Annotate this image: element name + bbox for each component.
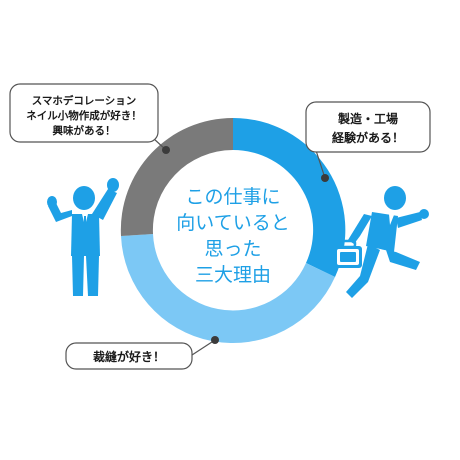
center-title-line-2: 向いていると [176,212,289,234]
callout-bottom-left-box [65,342,193,370]
center-title-line-3: 思った [204,238,261,260]
donut-ring [120,117,346,343]
callout-top-right-line-1: 製造・工場 [337,111,398,126]
center-title-line-1: この仕事に [185,186,280,208]
connector-dot-top-left [162,146,170,154]
callout-top-right: 製造・工場 経験がある！ [305,101,431,153]
connector-dot-top-right [321,174,329,182]
callout-top-left-box [9,83,159,143]
center-title-line-4: 三大理由 [195,264,271,286]
callout-top-right-line-2: 経験がある！ [332,130,404,145]
connector-dots [162,146,329,344]
running-businessman-with-briefcase-icon [334,186,429,298]
ring-segment-light-blue [121,234,335,343]
center-title: この仕事に 向いていると 思った 三大理由 [176,186,289,286]
callout-top-right-box [305,101,431,153]
cheering-businessman-icon [47,178,119,296]
callout-top-left-line-3: 興味がある！ [53,124,116,137]
connector-dot-bottom [211,336,219,344]
callout-top-left-line-2: ネイル小物作成が好き！ [26,109,142,122]
connector-bottom [191,339,216,356]
ring-segment-gray [120,117,233,236]
callout-bottom-left: 裁縫が好き！ [65,342,193,370]
callout-top-left: スマホデコレーション ネイル小物作成が好き！ 興味がある！ [9,83,159,143]
callout-top-left-line-1: スマホデコレーション [32,94,136,107]
callout-bottom-left-line-1: 裁縫が好き！ [93,349,165,364]
ring-segment-dark-blue [233,117,346,278]
